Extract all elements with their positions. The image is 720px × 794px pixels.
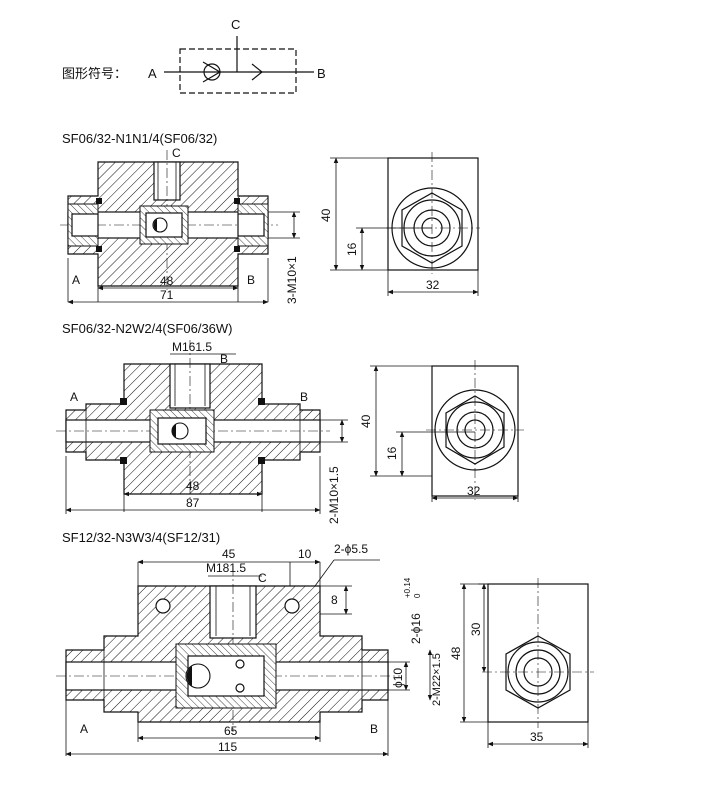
section2-title: SF06/32-N2W2/4(SF06/36W) (62, 321, 233, 336)
section3-tol-upper: +0.14 (403, 577, 412, 598)
section1-dim-thread: 3-M10×1 (285, 256, 299, 304)
graphic-symbol: 图形符号： A B C (62, 17, 326, 94)
section3-dim-115: 115 (218, 740, 237, 754)
section3-tol-lower: 0 (413, 593, 422, 598)
section3-dim-phi10: ϕ10 (391, 668, 405, 688)
section3-dim-65: 65 (224, 724, 238, 738)
symbol-label: 图形符号： (62, 66, 127, 81)
section2-dim-thread: 2-M10×1.5 (327, 466, 341, 524)
section3-port-a: A (80, 722, 88, 736)
section3-port-c: C (258, 571, 267, 585)
section2-port-b: B (300, 390, 308, 404)
section2-dim-32: 32 (467, 484, 481, 498)
section1-dim-48: 48 (160, 274, 174, 288)
symbol-port-b: B (317, 66, 326, 81)
section3-dim-m22: 2-M22×1.5 (431, 653, 443, 706)
section3-dim-48: 48 (449, 646, 463, 660)
section2-dim-48: 48 (186, 479, 200, 493)
section2-dim-16: 16 (385, 446, 399, 460)
section2-dim-87: 87 (186, 496, 200, 510)
section1-port-c: C (172, 146, 181, 160)
section2-port-b-top: B (220, 352, 228, 366)
section1-title: SF06/32-N1N1/4(SF06/32) (62, 131, 217, 146)
section-3: SF12/32-N3W3/4(SF12/31) 45 10 2-ϕ5.5 M18… (56, 530, 594, 757)
section1-dim-40: 40 (319, 208, 333, 222)
section-1: SF06/32-N1N1/4(SF06/32) C A B 48 (60, 131, 480, 305)
section3-dim-10: 10 (298, 547, 312, 561)
section3-dim-35: 35 (530, 730, 544, 744)
symbol-envelope (179, 48, 297, 94)
section1-side-view (387, 157, 479, 271)
section1-dim-32: 32 (426, 278, 440, 292)
section3-dim-m18: M181.5 (206, 561, 246, 575)
section2-port-a: A (70, 390, 78, 404)
section3-dim-phi55: 2-ϕ5.5 (334, 542, 368, 556)
section1-port-b: B (247, 273, 255, 287)
section3-port-b: B (370, 722, 378, 736)
section2-dim-40: 40 (359, 414, 373, 428)
symbol-port-c: C (231, 17, 240, 32)
section3-dim-phi16: 2-ϕ16 (409, 613, 423, 644)
section3-dim-45: 45 (222, 547, 236, 561)
section1-dim-71: 71 (160, 288, 174, 302)
section3-dim-8: 8 (331, 593, 338, 607)
section3-title: SF12/32-N3W3/4(SF12/31) (62, 530, 220, 545)
section1-port-a: A (72, 273, 80, 287)
section1-dim-16: 16 (345, 242, 359, 256)
symbol-port-a: A (148, 66, 157, 81)
section3-dim-30: 30 (469, 622, 483, 636)
section2-dim-m16: M161.5 (172, 340, 212, 354)
section-2: SF06/32-N2W2/4(SF06/36W) M161.5 B A B 48… (56, 321, 524, 524)
